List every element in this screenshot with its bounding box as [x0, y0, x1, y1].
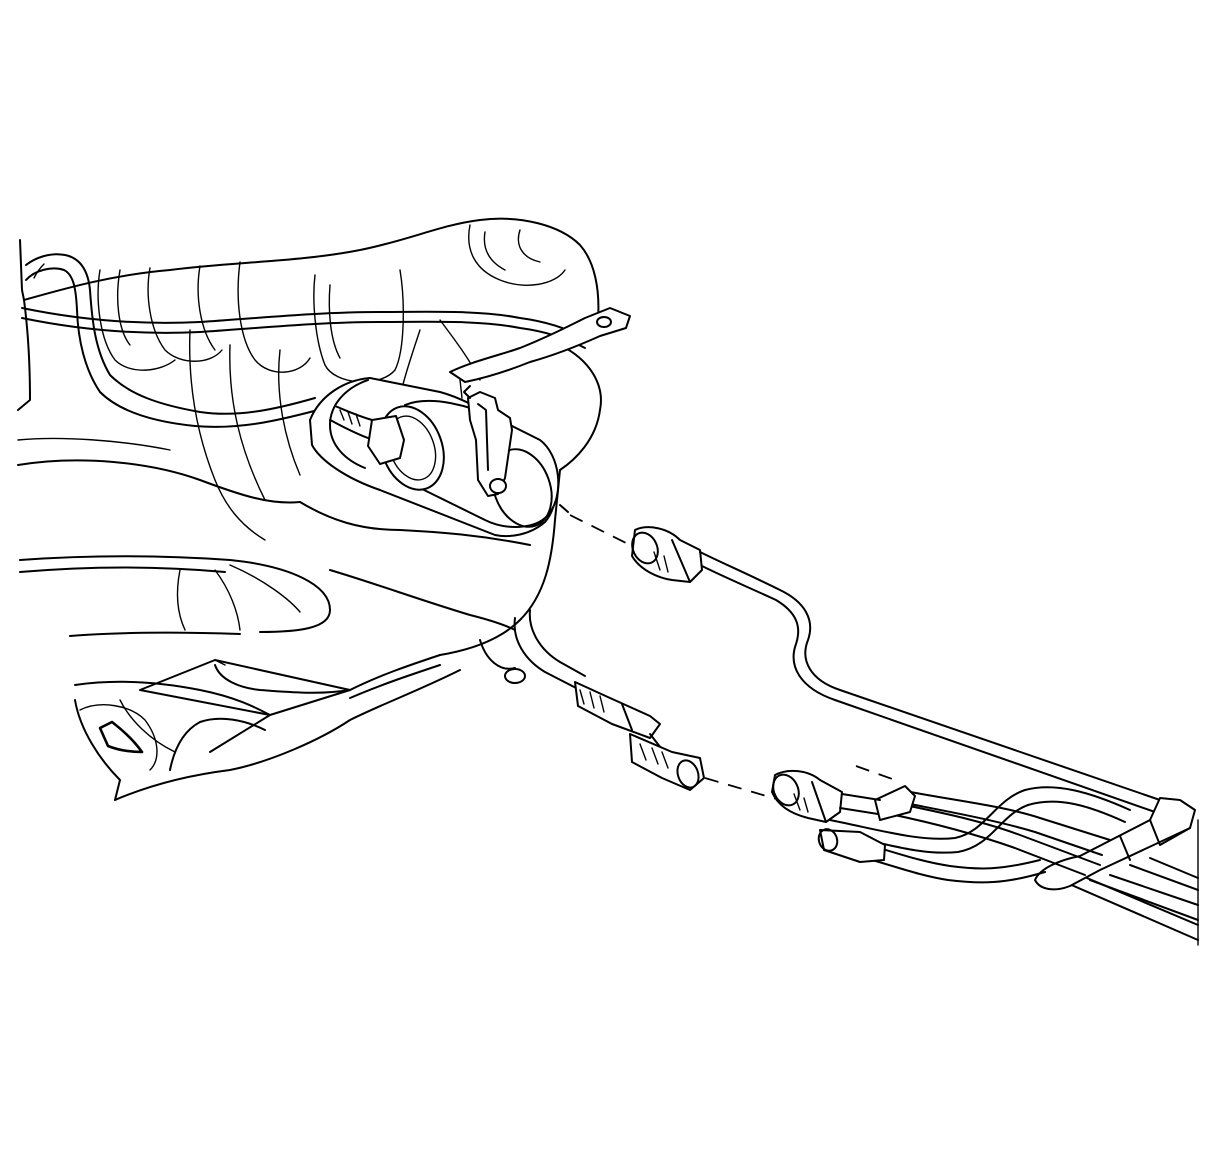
upper-fuel-line — [631, 526, 1161, 813]
quick-connect-fitting — [771, 769, 881, 823]
filter-bracket — [449, 307, 631, 399]
fuel-filter — [309, 377, 569, 538]
alignment-line-short — [855, 765, 896, 781]
fuel-tank — [17, 217, 602, 801]
frame-rail — [817, 785, 1199, 946]
alignment-line-lower — [704, 777, 781, 801]
lower-fuel-line — [479, 609, 705, 791]
alignment-line-upper — [569, 514, 633, 547]
